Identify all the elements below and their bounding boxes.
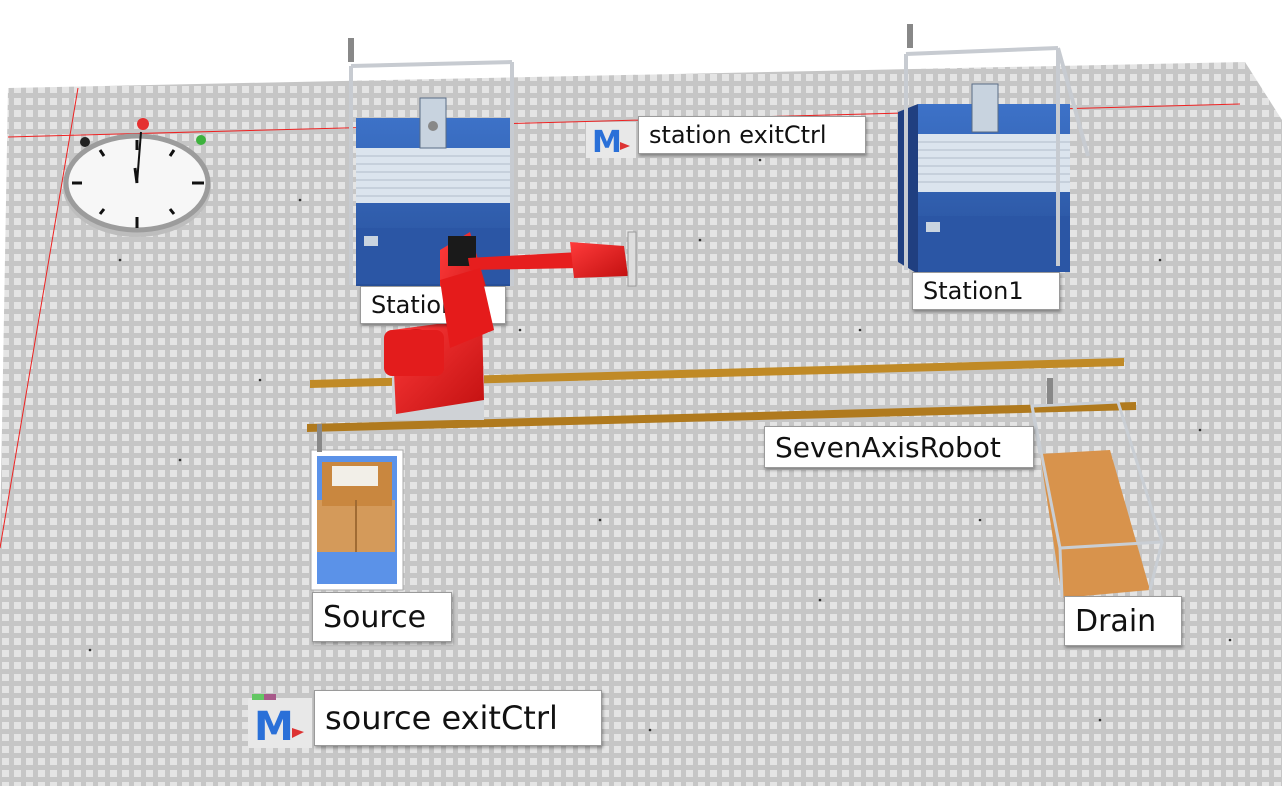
station1-label[interactable]: Station1 (912, 272, 1060, 310)
source-exitctrl-label[interactable]: source exitCtrl (314, 690, 602, 746)
svg-text:M: M (592, 125, 622, 160)
drain-model[interactable] (1030, 378, 1165, 599)
station2-label[interactable]: Station2 (360, 286, 506, 324)
method-icon[interactable]: M (248, 694, 312, 750)
clock-icon[interactable] (63, 118, 211, 237)
svg-text:M: M (254, 704, 294, 750)
floor-dots (88, 158, 1232, 732)
station-exitctrl-label[interactable]: station exitCtrl (638, 116, 866, 154)
robot-rails (307, 358, 1136, 432)
y-axis-line (0, 87, 79, 549)
source-label[interactable]: Source (312, 592, 452, 642)
station2-model[interactable] (348, 38, 514, 286)
sevenaxisrobot-label[interactable]: SevenAxisRobot (764, 426, 1034, 468)
drain-label[interactable]: Drain (1064, 596, 1182, 646)
method-icon[interactable]: M (586, 122, 636, 160)
source-model[interactable] (310, 424, 404, 591)
station1-model[interactable] (898, 24, 1090, 274)
